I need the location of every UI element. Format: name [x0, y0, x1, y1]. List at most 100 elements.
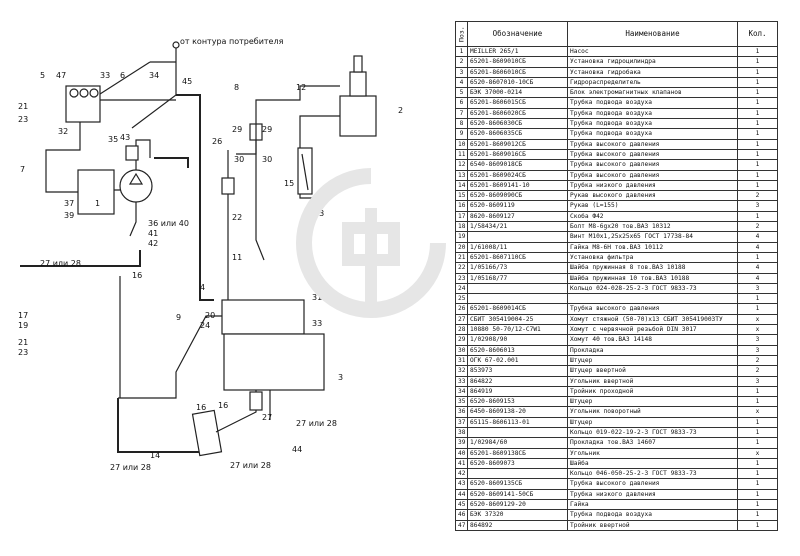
cell-qty: х [737, 324, 778, 336]
cell-code: 10880 50-70/12-C7W1 [467, 324, 568, 336]
cell-code: СБИТ 305419004-25 [467, 313, 568, 326]
cell-qty: 1 [737, 499, 778, 511]
cell-name: Скоба Ф42 [567, 210, 738, 223]
cell-qty: 4 [737, 262, 778, 274]
callout: 31 [312, 293, 322, 302]
watermark-logo-icon [296, 168, 446, 318]
callout: 37 [64, 199, 74, 208]
cell-qty: 1 [737, 437, 778, 449]
cell-code: 8620-8609127 [467, 210, 568, 223]
header-code: Обозначение [467, 21, 568, 47]
cell-pos: 18 [455, 221, 468, 233]
cell-qty: 4 [737, 241, 778, 253]
cell-qty: 3 [737, 334, 778, 346]
callout: 45 [182, 77, 192, 86]
pipe-15 [154, 157, 189, 168]
cell-code: 6450-8609138-20 [467, 406, 568, 418]
cell-name: Штуцер [567, 396, 738, 408]
cell-pos: 27 [455, 313, 468, 326]
pump-housing [77, 169, 115, 215]
pipe-12 [255, 85, 340, 261]
cell-code: 6520-8609141-50СБ [467, 488, 568, 501]
cell-qty: х [737, 313, 778, 326]
callout: 2 [398, 106, 403, 115]
cell-code: БЭК 37320 [467, 509, 568, 521]
callout: 47 [56, 71, 66, 80]
cell-name: Трубка высокого давления [567, 138, 738, 150]
callout: 39 [64, 211, 74, 220]
cell-pos: 9 [455, 128, 468, 140]
cell-pos: 16 [455, 200, 468, 212]
cell-name: Трубка подвода воздуха [567, 107, 738, 120]
cell-code [467, 231, 568, 243]
cell-pos: 44 [455, 488, 468, 501]
cell-qty: 1 [737, 385, 778, 398]
callout: 4 [200, 283, 205, 292]
cell-name: Гайка [567, 499, 738, 511]
cell-pos: 5 [455, 87, 468, 99]
cell-pos: 36 [455, 406, 468, 418]
cell-pos: 20 [455, 241, 468, 253]
cell-code: 65201-8609016СБ [467, 148, 568, 161]
cell-qty: 1 [737, 416, 778, 428]
cell-code: 6540-8609018СБ [467, 159, 568, 171]
cell-qty: 2 [737, 221, 778, 233]
cell-pos: 21 [455, 251, 468, 264]
cell-qty: 1 [737, 509, 778, 521]
cell-name: Хомут стяжной (50-70)х13 СБИТ 305419003Т… [567, 313, 738, 326]
cell-name: Тройник ввертной [567, 519, 738, 531]
cell-pos: 40 [455, 447, 468, 459]
header-qty: Кол. [737, 21, 778, 47]
cell-pos: 45 [455, 499, 468, 511]
cell-name: Штуцер ввертной [567, 365, 738, 377]
cell-name: Трубка подвода воздуха [567, 128, 738, 140]
cell-qty: 2 [737, 354, 778, 367]
consumer-label: от контура потребителя [180, 37, 284, 46]
hydraulic-schematic: от контура потребителя 1 2 3 4 5 6 7 8 9… [18, 37, 403, 472]
air-line-top [131, 48, 177, 129]
cell-name: Штуцер [567, 354, 738, 367]
cell-code: 6520-8607010-10СБ [467, 76, 568, 89]
cell-code: 6520-8606030СБ [467, 118, 568, 130]
cell-pos: 30 [455, 344, 468, 356]
cell-pos: 31 [455, 354, 468, 367]
callout: 26 [212, 137, 222, 146]
cylinder-2 [339, 95, 377, 137]
cell-qty: х [737, 406, 778, 418]
tank-3 [223, 333, 325, 391]
callout: 16 [218, 401, 228, 410]
cell-pos: 23 [455, 272, 468, 284]
cell-code: БЭК 37000-0214 [467, 87, 568, 99]
cell-code: 65201-8609141-10 [467, 179, 568, 192]
cell-name: Установка гидробака [567, 66, 738, 78]
cell-pos: 24 [455, 282, 468, 295]
cell-code: 6520-8609073 [467, 457, 568, 470]
cell-qty: 3 [737, 200, 778, 212]
cell-qty: 3 [737, 344, 778, 356]
cell-pos: 25 [455, 293, 468, 305]
callout: 27 [262, 413, 272, 422]
callout: 21 [18, 102, 28, 111]
